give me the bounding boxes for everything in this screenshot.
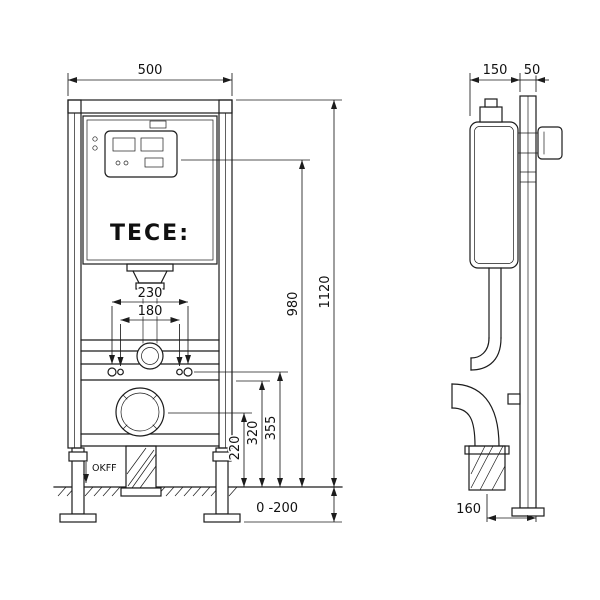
side-rail — [507, 95, 545, 517]
drain-pipe-front — [120, 445, 162, 497]
floor-marker: OKFF — [83, 462, 118, 483]
flush-unit — [92, 120, 178, 178]
dim-depth: 150 — [469, 62, 521, 116]
floor-label: OKFF — [92, 463, 117, 474]
side-flush-pipe — [470, 267, 502, 371]
dim-total-height: 1120 — [236, 99, 342, 487]
side-drain-bend — [451, 383, 510, 491]
side-cistern — [469, 98, 519, 269]
waste-outlet — [115, 387, 165, 437]
fill-valve — [149, 120, 167, 129]
side-view: 150 50 160 — [451, 62, 563, 522]
dim-rail-depth: 50 — [520, 62, 549, 92]
frame-rails — [67, 99, 233, 449]
left-foot-plate — [59, 513, 97, 523]
wall-bracket — [507, 393, 521, 405]
dim-supply-height-label: 320 — [246, 421, 261, 446]
dim-actuator-height-label: 980 — [286, 292, 301, 317]
dim-outlet-offset-label: 160 — [456, 502, 481, 517]
side-fill-valve — [479, 106, 503, 123]
dim-outlet-offset: 160 — [455, 494, 537, 522]
dim-outlet-height: 220 — [168, 412, 252, 487]
right-foot-plate — [203, 513, 241, 523]
dim-rail-depth-label: 50 — [524, 63, 541, 78]
dim-fixing-outer: 230 — [109, 285, 191, 364]
frame-legs — [59, 447, 241, 523]
dim-total-height-label: 1120 — [318, 275, 333, 308]
dim-depth-label: 150 — [483, 63, 508, 78]
flush-bend — [126, 263, 174, 370]
dim-supply-height: 320 — [236, 380, 270, 487]
dim-bend-height: 355 — [194, 371, 288, 487]
dim-fixing-inner-label: 180 — [138, 304, 163, 319]
dim-width: 500 — [67, 62, 233, 96]
fixing-points — [107, 367, 193, 377]
side-foot-plate — [511, 507, 545, 517]
dim-outlet-height-label: 220 — [228, 436, 243, 461]
dim-foot-range-label: 0 -200 — [256, 501, 298, 516]
flush-pipe-opening — [136, 342, 164, 370]
front-view: TECE: OKFF — [53, 62, 343, 523]
dim-width-label: 500 — [138, 63, 163, 78]
dim-bend-height-label: 355 — [264, 416, 279, 441]
dim-actuator-height: 980 — [181, 159, 310, 487]
floor-line — [53, 486, 343, 497]
dim-fixing-outer-label: 230 — [138, 286, 163, 301]
dim-fixing-inner: 180 — [117, 303, 183, 366]
side-flush-plate — [517, 126, 563, 160]
tece-logo: TECE: — [110, 221, 190, 246]
dim-foot-range: 0 -200 — [244, 487, 342, 523]
